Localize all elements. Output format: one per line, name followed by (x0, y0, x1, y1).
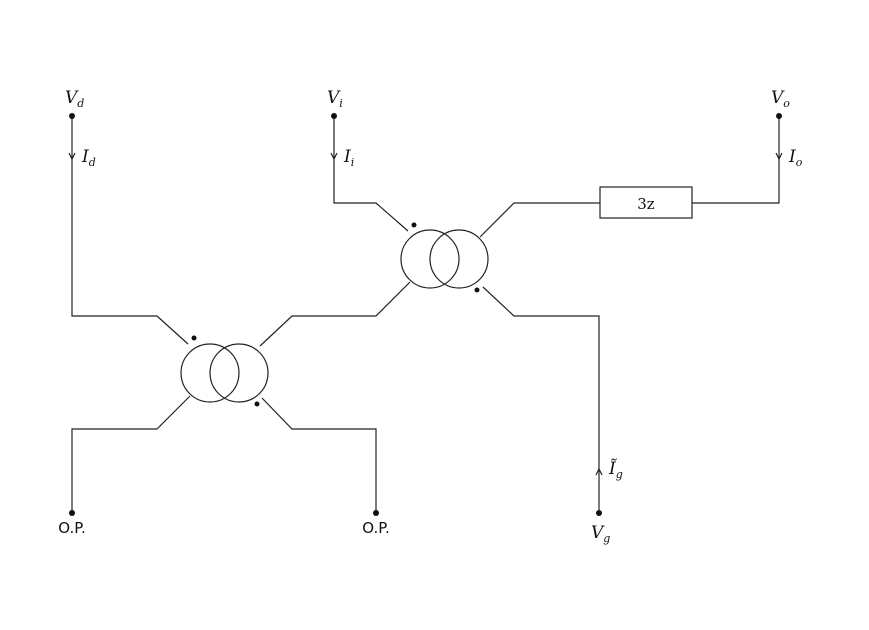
label-io: Io (788, 147, 803, 169)
wire-xfmr-to-impedance (479, 202, 600, 238)
node-op-right (373, 510, 379, 516)
label-vd: Vd (65, 88, 84, 110)
transformer-upper (400, 229, 489, 289)
transformer-upper-coil-right (429, 229, 489, 289)
label-ii: Ii (343, 147, 354, 169)
wire-vd (71, 116, 189, 345)
impedance-box (599, 186, 693, 219)
wire-vi (333, 116, 409, 232)
arrow-id (68, 152, 76, 161)
transformer-lower (180, 343, 269, 403)
label-vo: Vo (771, 88, 790, 110)
wire-op-right (261, 397, 377, 513)
arrow-ii (330, 152, 338, 161)
wire-impedance-to-vo (692, 116, 780, 204)
polarity-dot-upper-secondary (474, 287, 480, 293)
transformer-lower-coil-left (180, 343, 240, 403)
node-vi (331, 113, 337, 119)
wire-vg (482, 286, 600, 513)
label-op-left: O.P. (58, 519, 85, 537)
label-ig: Ĩg (608, 458, 623, 481)
node-op-left (69, 510, 75, 516)
wire-op-left (71, 395, 191, 513)
label-op-right: O.P. (362, 519, 389, 537)
transformer-lower-coil-right (209, 343, 269, 403)
node-vd (69, 113, 75, 119)
impedance-label: 3z (637, 195, 655, 213)
label-vi: Vi (327, 88, 343, 110)
transformer-upper-coil-left (400, 229, 460, 289)
polarity-dot-lower-secondary (254, 401, 260, 407)
label-vg: Vg (591, 523, 610, 545)
label-id: Id (81, 147, 96, 169)
wire-interconnect (259, 281, 411, 347)
arrow-io (775, 152, 783, 161)
polarity-dot-lower-primary (191, 335, 197, 341)
polarity-dot-upper-primary (411, 222, 417, 228)
node-vg (596, 510, 602, 516)
arrow-ig (595, 467, 603, 476)
node-vo (776, 113, 782, 119)
